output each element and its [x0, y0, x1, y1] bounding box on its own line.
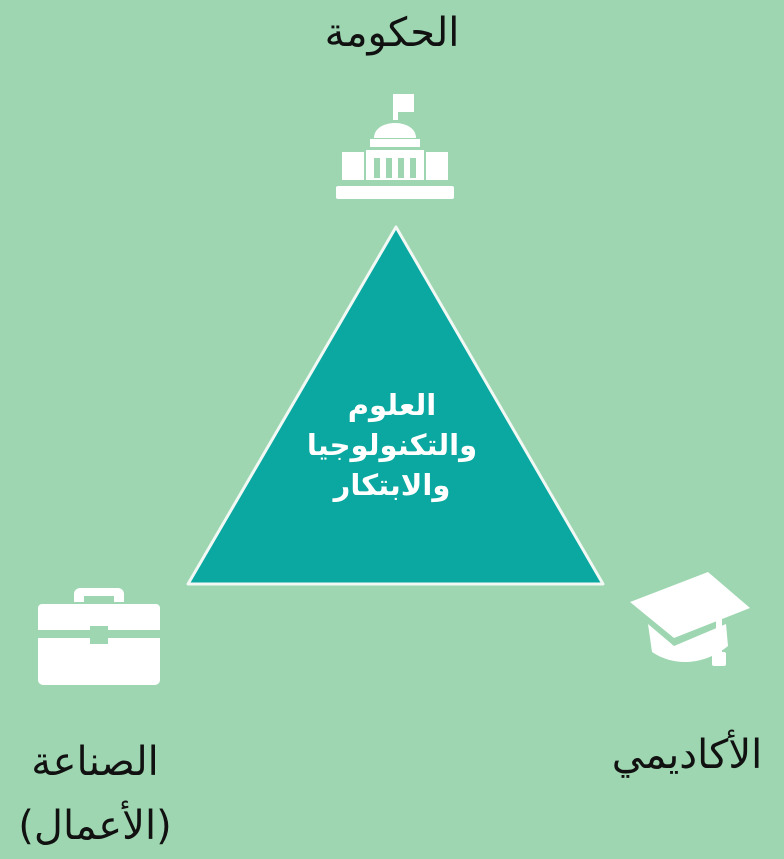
- briefcase-icon: [38, 588, 160, 685]
- academia-label: الأكاديمي: [611, 732, 763, 778]
- capitol-building-icon: [336, 94, 454, 199]
- industry-label-line-2: (الأعمال): [18, 803, 172, 849]
- center-title: العلوم والتكنولوجيا والابتكار: [260, 385, 524, 505]
- center-line-1: العلوم: [347, 388, 437, 422]
- industry-label: الصناعة (الأعمال): [0, 730, 190, 858]
- graduation-cap-icon: [630, 572, 750, 666]
- industry-label-line-1: الصناعة: [31, 739, 159, 785]
- government-label: الحكومة: [324, 10, 460, 56]
- center-line-3: والابتكار: [333, 468, 451, 503]
- center-line-2: والتكنولوجيا: [306, 428, 478, 463]
